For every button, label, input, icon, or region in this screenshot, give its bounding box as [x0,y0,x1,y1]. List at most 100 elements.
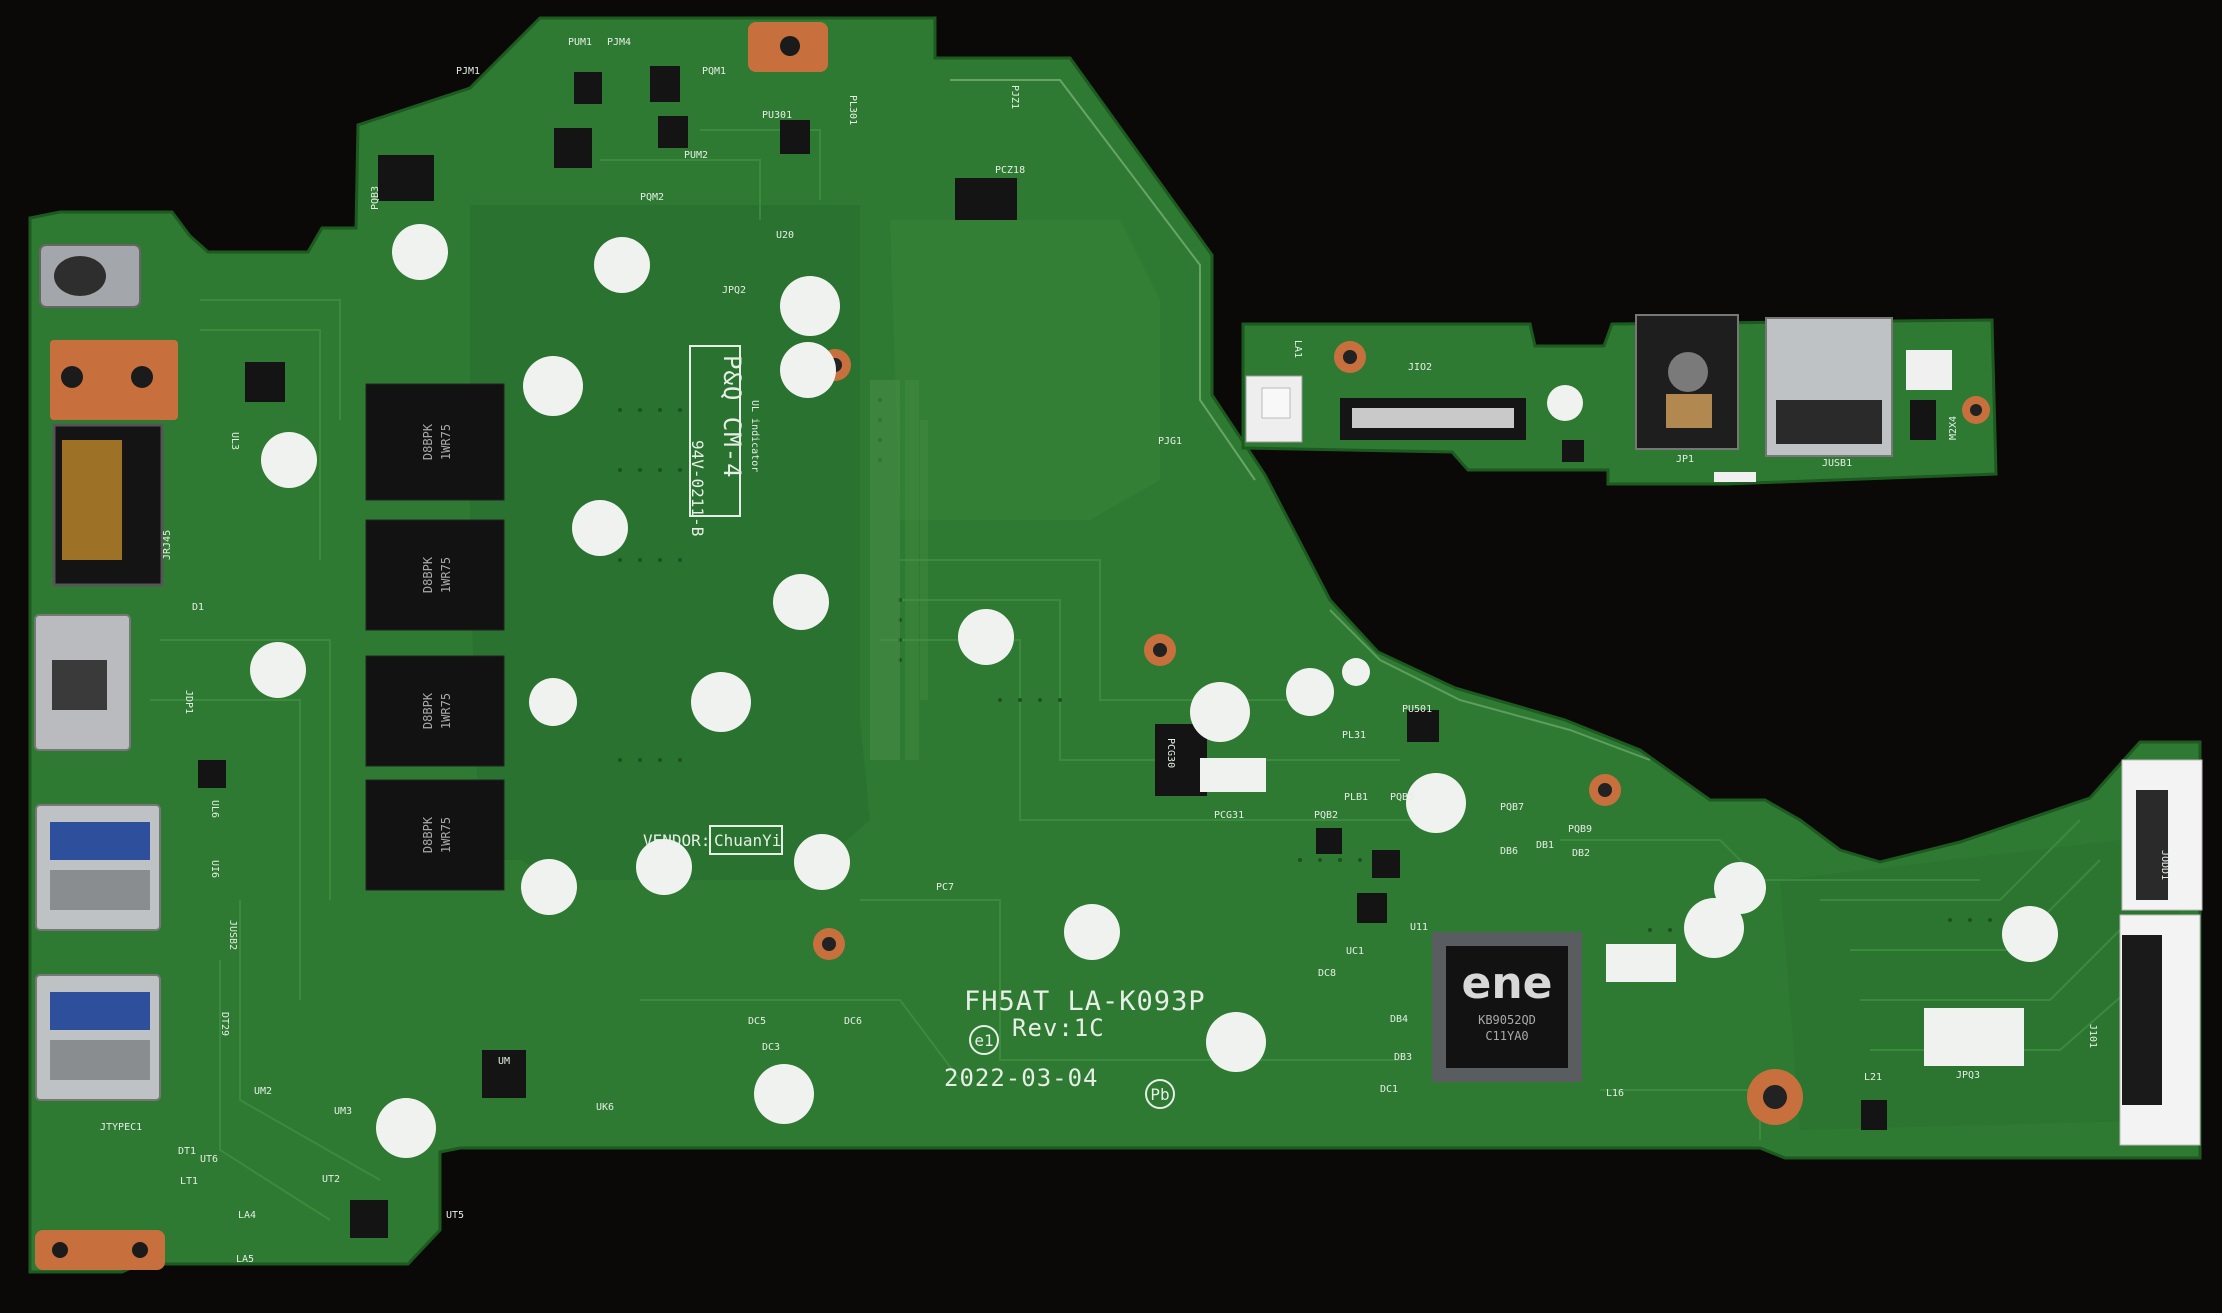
ref-pjm1: PJM1 [456,66,480,77]
ref-pqm1: PQM1 [702,66,726,77]
ref-ui6: UI6 [209,860,220,878]
board-model: FH5AT LA-K093P [964,986,1206,1017]
ref-j101: J101 [2087,1024,2098,1048]
ref-pqb2: PQB2 [1314,810,1338,821]
ref-d1: D1 [192,602,204,613]
ref-pjz1: PJZ1 [1009,85,1020,109]
ref-dc1: DC1 [1380,1084,1398,1095]
ref-plb1: PLB1 [1344,792,1368,803]
ref-jtypec1: JTYPEC1 [100,1122,142,1133]
ref-dt1: DT1 [178,1146,196,1157]
ref-u20: U20 [776,230,794,241]
ref-pqm2: PQM2 [640,192,664,203]
ref-um: UM [498,1056,510,1067]
ene-logo: ene [1461,958,1552,1009]
io-ref-designators: JIO2 JP1 JUSB1 M2X4 LA1 [1292,340,1959,469]
ref-pum2: PUM2 [684,150,708,161]
ref-pcg30: PCG30 [1165,738,1176,768]
ref-la4: LA4 [238,1210,256,1221]
ref-jodd1: JODD1 [2159,850,2170,880]
ref-jio2: JIO2 [1408,362,1432,373]
chip-u2-line1: D8BPK [421,692,435,729]
memory-chip-u2: D8BPK 1WR75 [365,655,505,767]
ref-pc7: PC7 [936,882,954,893]
right-connectors [2119,759,2203,1146]
chip-u4-line2: 1WR75 [439,424,453,460]
ref-la1: LA1 [1292,340,1303,358]
ref-l21: L21 [1864,1072,1882,1083]
board-info: FH5AT LA-K093P Rev:1C e1 2022-03-04 Pb [944,986,1206,1109]
ec-chip-line2: C11YA0 [1485,1029,1528,1043]
chip-u5-line1: D8BPK [421,556,435,593]
ref-ut5: UT5 [446,1210,464,1221]
chip-u3-line2: 1WR75 [439,817,453,853]
pb-mark: Pb [1150,1085,1169,1104]
ref-db6: DB6 [1500,846,1518,857]
ref-dt29: DT29 [219,1012,230,1036]
ref-lt1: LT1 [180,1176,198,1187]
main-board: D8BPK 1WR75 D8BPK 1WR75 D8BPK 1WR75 [28,16,2203,1274]
ref-pqb7: PQB7 [1500,802,1524,813]
ref-dc5: DC5 [748,1016,766,1027]
ref-uc1: UC1 [1346,946,1364,957]
memory-chip-u3: D8BPK 1WR75 [365,779,505,891]
test-pads [250,224,2058,1158]
ref-pu501: PU501 [1402,704,1432,715]
ref-jpq3: JPQ3 [1956,1070,1980,1081]
ref-ut2: UT2 [322,1174,340,1185]
ref-um2: UM2 [254,1086,272,1097]
memory-chips: D8BPK 1WR75 D8BPK 1WR75 D8BPK 1WR75 [365,383,505,891]
ref-dc8: DC8 [1318,968,1336,979]
ref-pqb9: PQB9 [1568,824,1592,835]
ref-dc6: DC6 [844,1016,862,1027]
ref-db3: DB3 [1394,1052,1412,1063]
ref-ul6: UL6 [209,800,220,818]
ref-jdp1: JDP1 [183,690,194,714]
ref-pum1: PUM1 [568,37,592,48]
ul-indicator: UL indicator [749,400,760,472]
board-revision: Rev:1C [1012,1014,1105,1042]
ref-pjm4: PJM4 [607,37,631,48]
e1-mark: e1 [974,1031,993,1050]
ref-u11: U11 [1410,922,1428,933]
ul-marking: P&Q CM-4 [718,355,746,479]
ref-jusb1: JUSB1 [1822,458,1852,469]
chip-u2-line2: 1WR75 [439,693,453,729]
ref-dc3: DC3 [762,1042,780,1053]
ec-chip-line1: KB9052QD [1478,1013,1536,1027]
chip-u4-line1: D8BPK [421,423,435,460]
ref-db4: DB4 [1390,1014,1408,1025]
ref-uk6: UK6 [596,1102,614,1113]
ref-pcz18: PCZ18 [995,165,1025,176]
ref-pqb3: PQB3 [370,186,381,210]
ref-pu301: PU301 [762,110,792,121]
ref-pl301: PL301 [847,95,858,125]
left-io-connectors [34,244,164,1101]
chip-u3-line1: D8BPK [421,816,435,853]
ref-ut6: UT6 [200,1154,218,1165]
ref-l16: L16 [1606,1088,1624,1099]
ul-stamp: P&Q CM-4 94V-0211-B UL indicator [688,345,760,536]
ref-pcg31: PCG31 [1214,810,1244,821]
ref-pl31: PL31 [1342,730,1366,741]
ec-chip: ene KB9052QD C11YA0 [1432,932,1582,1082]
ref-jusb2: JUSB2 [227,920,238,950]
power-region [890,220,1160,520]
ref-um3: UM3 [334,1106,352,1117]
ref-pjg1: PJG1 [1158,436,1182,447]
ref-la5: LA5 [236,1254,254,1265]
ref-designators: PUM1 PJM4 PQM1 PUM2 PU301 PL301 PJZ1 PCZ… [100,37,2170,1265]
traces [150,129,2141,1221]
board-date: 2022-03-04 [944,1064,1099,1092]
mounting-holes [35,22,1803,1270]
ref-pqb5: PQB5 [1390,792,1414,803]
ref-db2: DB2 [1572,848,1590,859]
memory-chip-u4: D8BPK 1WR75 [365,383,505,501]
ref-db1: DB1 [1536,840,1554,851]
io-daughter-board: JIO2 JP1 JUSB1 M2X4 LA1 [1241,314,1998,486]
right-region [1780,800,2180,1130]
ref-jrj45: JRJ45 [162,530,173,560]
vendor-name: ChuanYi [714,831,781,850]
